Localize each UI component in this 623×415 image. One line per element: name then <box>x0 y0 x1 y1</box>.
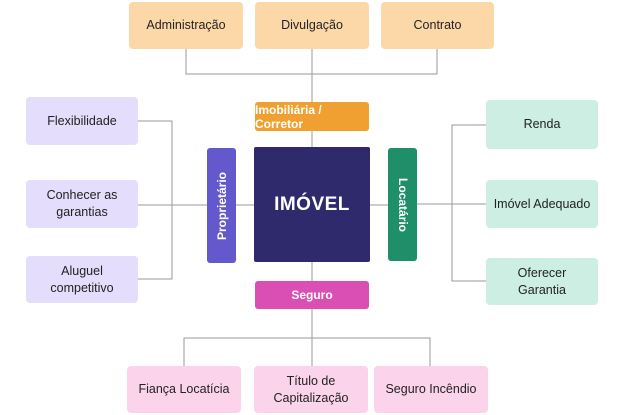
node-flexibilidade: Flexibilidade <box>26 97 138 145</box>
node-label: Seguro Incêndio <box>385 382 477 396</box>
center-node-imovel: IMÓVEL <box>254 147 370 262</box>
node-divulgacao: Divulgação <box>255 2 369 49</box>
node-label: Flexibilidade <box>47 113 117 128</box>
node-administracao: Administração <box>129 2 243 49</box>
node-imovel-adequado: Imóvel Adequado <box>486 180 598 228</box>
node-conhecer-as-garantias: Conhecer as garantias <box>26 180 138 228</box>
node-fianca-locaticia: Fiança Locatícia <box>127 366 241 413</box>
node-oferecer-garantia: Oferecer Garantia <box>486 258 598 305</box>
node-label: Oferecer Garantia <box>517 265 567 297</box>
bar-label: Imobiliária / Corretor <box>255 102 322 131</box>
bar-seguro: Seguro <box>255 281 369 309</box>
node-aluguel-competitivo: Aluguel competitivo <box>26 256 138 303</box>
node-label: Fiança Locatícia <box>138 382 230 396</box>
node-contrato: Contrato <box>381 2 494 49</box>
node-renda: Renda <box>486 100 598 149</box>
bar-label: Locatário <box>395 177 410 232</box>
bar-locatario: Locatário <box>388 148 417 261</box>
node-label: Divulgação <box>281 18 343 32</box>
node-titulo-de-capitalizacao: Título de Capitalização <box>254 366 368 413</box>
bar-label: Proprietário <box>214 171 229 240</box>
center-label: IMÓVEL <box>274 193 350 215</box>
bar-imobiliaria-corretor: Imobiliária / Corretor <box>255 102 369 131</box>
node-label: Contrato <box>413 18 462 32</box>
bar-proprietario: Proprietário <box>207 148 236 263</box>
node-label: Aluguel competitivo <box>50 263 114 295</box>
node-label: Conhecer as garantias <box>46 188 118 219</box>
node-seguro-incendio: Seguro Incêndio <box>374 366 488 413</box>
node-label: Administração <box>146 18 226 32</box>
bar-label: Seguro <box>291 288 333 302</box>
node-label: Imóvel Adequado <box>493 196 591 211</box>
node-label: Renda <box>523 117 561 131</box>
node-label: Título de Capitalização <box>273 373 349 405</box>
